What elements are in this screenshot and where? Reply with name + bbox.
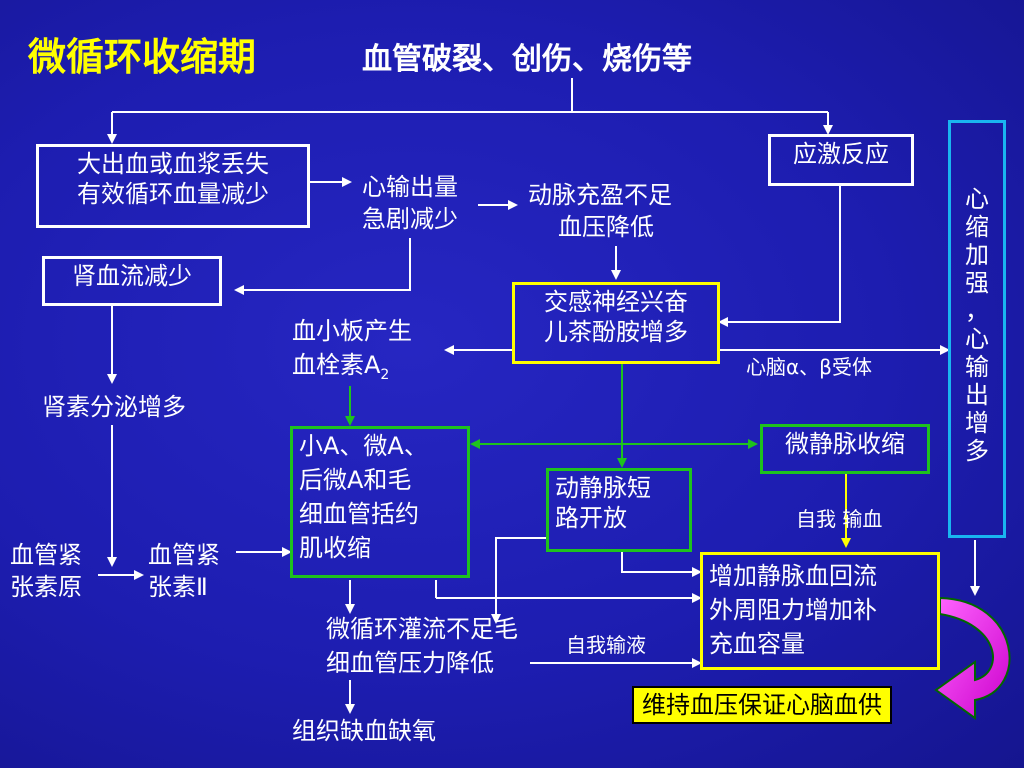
node-platelet-2: 血栓素A2 xyxy=(292,350,389,390)
node-venous-return-line2: 外周阻力增加补 xyxy=(709,596,877,624)
node-sympathetic-line2: 儿茶酚胺增多 xyxy=(544,318,688,346)
node-constriction-line3: 细血管括约 xyxy=(299,500,419,528)
node-venous-return-line3: 充血容量 xyxy=(709,630,805,658)
node-constriction-line2: 后微A和毛 xyxy=(299,466,412,494)
node-angiotensin2-2: 张素Ⅱ xyxy=(148,573,208,601)
node-stress-label: 应激反应 xyxy=(793,140,889,168)
node-perfusion-1: 微循环灌流不足毛 xyxy=(326,615,518,643)
node-maintain-bp: 维持血压保证心脑血供 xyxy=(632,686,892,724)
node-venous-return: 增加静脉血回流 外周阻力增加补 充血容量 xyxy=(700,552,940,670)
node-angiotensinogen-1: 血管紧 xyxy=(10,541,82,569)
node-platelet-subscript: 2 xyxy=(380,366,390,383)
node-shunt-line1: 动静脉短 xyxy=(555,474,651,502)
node-receptor: 心脑α、β受体 xyxy=(746,355,872,379)
node-constriction: 小A、微A、 后微A和毛 细血管括约 肌收缩 xyxy=(290,426,470,578)
node-cardiac-1: 心输出量 xyxy=(362,173,458,201)
node-arterial-1: 动脉充盈不足 xyxy=(528,181,672,209)
side-char: ， xyxy=(965,297,989,325)
node-bleeding-line1: 大出血或血浆丢失 xyxy=(77,150,269,178)
node-shunt: 动静脉短 路开放 xyxy=(546,468,692,552)
side-char: 心 xyxy=(965,325,989,353)
side-char: 强 xyxy=(965,269,989,297)
node-shunt-line2: 路开放 xyxy=(555,504,627,532)
node-sympathetic: 交感神经兴奋 儿茶酚胺增多 xyxy=(512,282,720,364)
node-side-text: 心缩加强，心输出增多 xyxy=(962,185,992,465)
side-char: 增 xyxy=(965,409,989,437)
node-sympathetic-line1: 交感神经兴奋 xyxy=(544,288,688,316)
node-venous-return-line1: 增加静脉血回流 xyxy=(709,562,877,590)
page-subtitle: 血管破裂、创伤、烧伤等 xyxy=(362,42,692,77)
node-constriction-line1: 小A、微A、 xyxy=(299,432,428,460)
side-char: 输 xyxy=(965,353,989,381)
node-arterial-2: 血压降低 xyxy=(558,213,654,241)
node-angiotensinogen-2: 张素原 xyxy=(10,573,82,601)
node-venule-label: 微静脉收缩 xyxy=(785,430,905,458)
side-char: 缩 xyxy=(965,213,989,241)
node-renin: 肾素分泌增多 xyxy=(42,393,186,421)
node-cardiac-2: 急剧减少 xyxy=(362,205,458,233)
node-bleeding: 大出血或血浆丢失 有效循环血量减少 xyxy=(36,144,310,228)
node-constriction-line4: 肌收缩 xyxy=(299,534,371,562)
side-char: 心 xyxy=(965,185,989,213)
node-self-transfusion: 自我 输血 xyxy=(796,507,883,531)
node-bleeding-line2: 有效循环血量减少 xyxy=(77,180,269,208)
node-hypoxia: 组织缺血缺氧 xyxy=(292,717,436,745)
node-angiotensin2-1: 血管紧 xyxy=(148,541,220,569)
side-char: 加 xyxy=(965,241,989,269)
node-stress: 应激反应 xyxy=(768,134,914,186)
node-self-infusion: 自我输液 xyxy=(566,633,646,657)
page-title: 微循环收缩期 xyxy=(28,35,257,79)
node-perfusion-2: 细血管压力降低 xyxy=(326,649,494,677)
node-venule: 微静脉收缩 xyxy=(760,424,930,474)
side-char: 出 xyxy=(965,381,989,409)
node-renal-flow-label: 肾血流减少 xyxy=(72,262,192,290)
node-platelet-1: 血小板产生 xyxy=(292,317,412,345)
node-platelet-2-text: 血栓素A xyxy=(292,351,381,379)
side-char: 多 xyxy=(965,437,989,465)
node-side-cardiac: 心缩加强，心输出增多 xyxy=(948,120,1006,538)
node-renal-flow: 肾血流减少 xyxy=(42,256,222,306)
